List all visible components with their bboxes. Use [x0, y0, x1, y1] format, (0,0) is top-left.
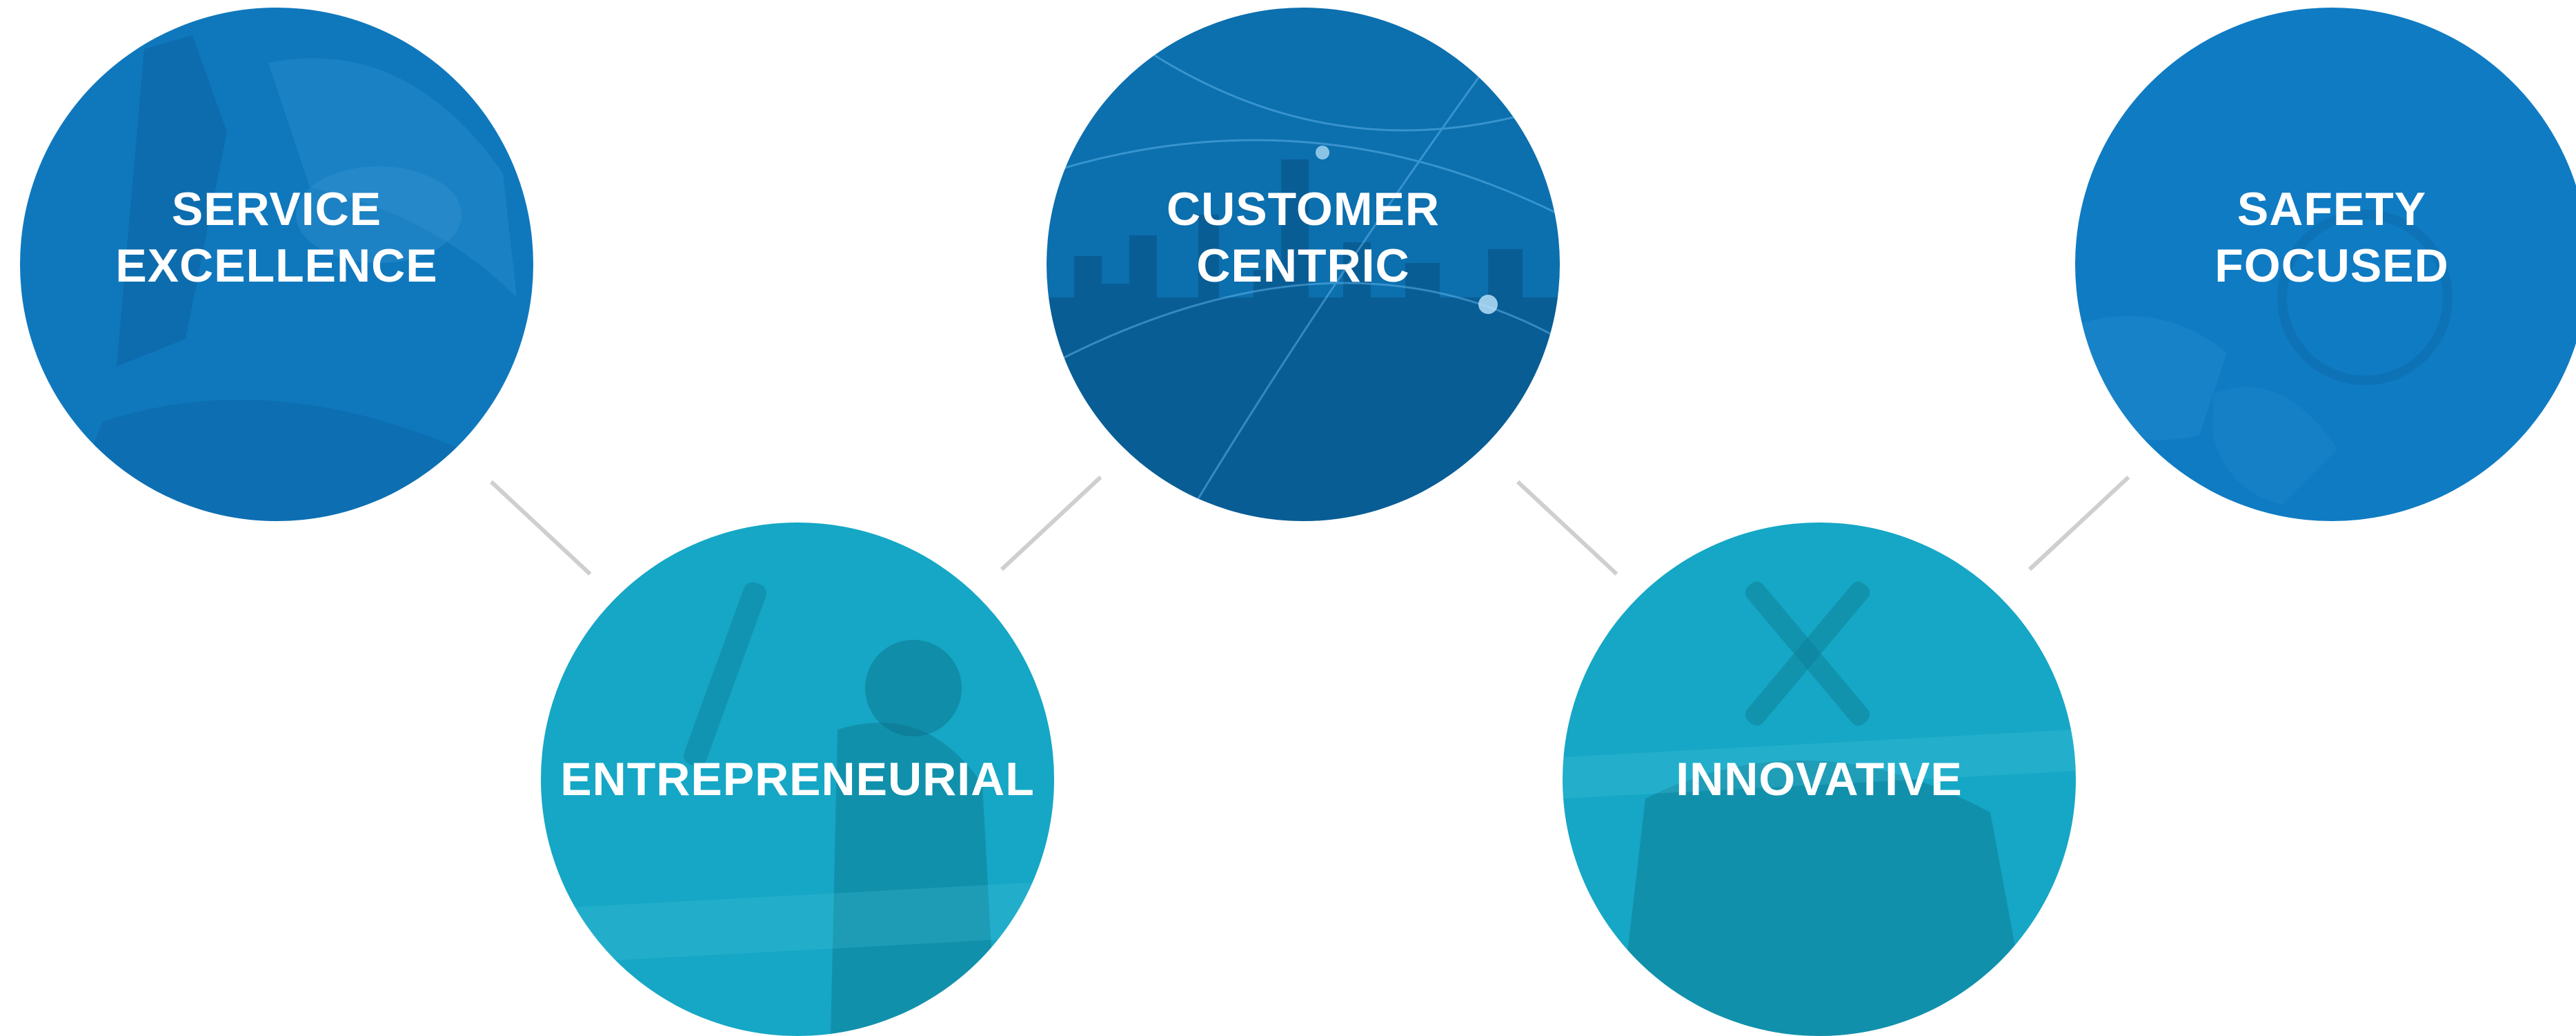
value-circle-customer-centric: CUSTOMER CENTRIC — [1047, 8, 1560, 521]
value-label: INNOVATIVE — [1676, 753, 1963, 805]
value-label: SERVICE EXCELLENCE — [115, 183, 438, 292]
value-circle-entrepreneurial: ENTREPRENEURIAL — [541, 522, 1054, 1036]
value-circle-safety-focused: SAFETY FOCUSED — [2075, 8, 2576, 521]
value-label: CUSTOMER CENTRIC — [1167, 183, 1440, 292]
value-label: SAFETY FOCUSED — [2215, 183, 2449, 292]
value-circle-innovative: INNOVATIVE — [1563, 522, 2076, 1036]
crossed-wands-worker-photo-icon — [1563, 581, 2076, 1036]
safety-hand-photo-icon — [2075, 210, 2453, 505]
value-circle-service-excellence: SERVICE EXCELLENCE — [20, 8, 533, 521]
handshake-photo-icon — [61, 35, 517, 521]
city-network-photo-icon — [1047, 8, 1560, 521]
signal-wand-worker-photo-icon — [541, 582, 1054, 1036]
value-label: ENTREPRENEURIAL — [560, 753, 1035, 805]
